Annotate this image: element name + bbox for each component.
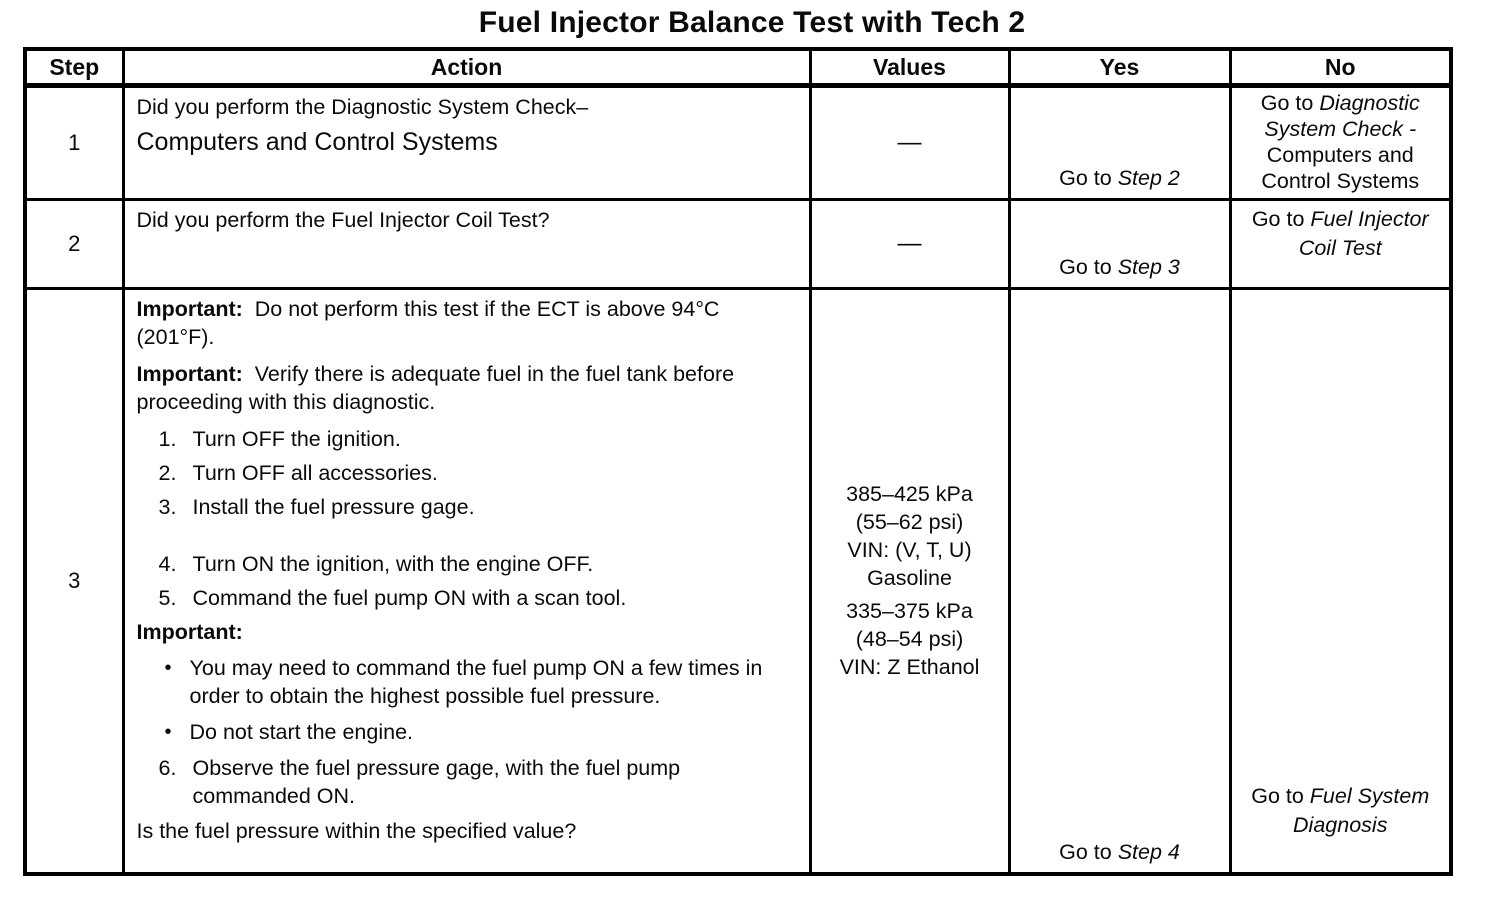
row1-action-line2: Computers and Control Systems (136, 128, 498, 156)
row3-yes-prefix: Go to (1059, 839, 1118, 864)
row2-no-prefix: Go to (1251, 207, 1311, 231)
row1-yes-link: Step 2 (1117, 166, 1180, 190)
table-row-step-1: 1 Did you perform the Diagnostic System … (23, 84, 1453, 201)
row1-action-cell: Did you perform the Diagnostic System Ch… (121, 84, 812, 201)
numbered-item-2: 2. Turn OFF all accessories. (137, 459, 799, 487)
row3-question: Is the fuel pressure within the specifie… (136, 819, 577, 843)
row1-step-number: 1 (23, 84, 125, 201)
bullet-icon: • (164, 657, 172, 679)
item-number: 2. (158, 461, 177, 485)
row1-no-link: Diagnostic System Check - (1264, 91, 1420, 141)
row2-action-text: Did you perform the Fuel Injector Coil T… (136, 208, 550, 232)
row2-action-cell: Did you perform the Fuel Injector Coil T… (121, 198, 812, 290)
bullet-item-1: • You may need to command the fuel pump … (137, 654, 799, 710)
numbered-item-6: 6. Observe the fuel pressure gage, with … (137, 754, 799, 810)
header-yes: Yes (1007, 47, 1232, 88)
item-text: Turn OFF all accessories. (192, 461, 438, 485)
bullet-text: You may need to command the fuel pump ON… (189, 656, 763, 708)
row2-yes-cell: Go to Step 3 (1007, 198, 1232, 290)
bullet-text: Do not start the engine. (189, 720, 414, 744)
row1-values-dash: — (897, 129, 922, 156)
numbered-item-4: 4. Turn ON the ignition, with the engine… (137, 550, 799, 578)
numbered-item-1: 1. Turn OFF the ignition. (137, 425, 799, 453)
row3-yes-cell: Go to Step 4 (1007, 287, 1232, 875)
row1-action-line1: Did you perform the Diagnostic System Ch… (136, 95, 589, 119)
row3-step-number: 3 (23, 287, 125, 875)
diagnostic-table: Step Action Values Yes No 1 Did you perf… (23, 47, 1453, 876)
item-text: Turn OFF the ignition. (192, 427, 401, 451)
values-line: (55–62 psi) (855, 510, 964, 535)
important-label: Important: (136, 297, 243, 321)
bullet-item-2: • Do not start the engine. (137, 718, 799, 746)
table-row-step-3: 3 Important: Do not perform this test if… (23, 287, 1453, 875)
item-number: 6. (158, 756, 177, 780)
header-row: Step Action Values Yes No (23, 47, 1453, 88)
row2-step-number: 2 (23, 198, 125, 290)
row2-yes-prefix: Go to (1059, 255, 1118, 279)
values-line: 385–425 kPa (846, 482, 973, 507)
page-title: Fuel Injector Balance Test with Tech 2 (478, 6, 1026, 39)
item-number: 4. (158, 552, 177, 576)
values-gasoline-block: 385–425 kPa (55–62 psi) VIN: (V, T, U) G… (813, 480, 1006, 592)
item-text: Observe the fuel pressure gage, with the… (192, 756, 681, 808)
row3-important-3: Important: (136, 620, 243, 644)
row3-important-2: Important: Verify there is adequate fuel… (137, 360, 799, 416)
values-ethanol-block: 335–375 kPa (48–54 psi) VIN: Z Ethanol (813, 597, 1006, 681)
numbered-item-3: 3. Install the fuel pressure gage. (137, 493, 799, 521)
row1-no-prefix: Go to (1260, 91, 1320, 115)
row2-values-cell: — (808, 198, 1011, 290)
header-values: Values (808, 47, 1011, 88)
important-text: Verify there is adequate fuel in the fue… (136, 362, 735, 414)
row3-no-cell: Go to Fuel System Diagnosis (1228, 287, 1453, 875)
row1-yes-prefix: Go to (1059, 166, 1118, 190)
item-text: Install the fuel pressure gage. (192, 495, 475, 519)
item-number: 1. (158, 427, 177, 451)
row2-yes-link: Step 3 (1117, 255, 1180, 279)
values-line: 335–375 kPa (846, 599, 973, 624)
item-number: 5. (158, 586, 177, 610)
item-number: 3. (158, 495, 177, 519)
row1-no-cell: Go to Diagnostic System Check - Computer… (1228, 84, 1453, 201)
values-line: VIN: Z Ethanol (839, 655, 980, 680)
values-line: VIN: (V, T, U) (847, 538, 972, 563)
row3-values-cell: 385–425 kPa (55–62 psi) VIN: (V, T, U) G… (808, 287, 1011, 875)
row2-no-cell: Go to Fuel Injector Coil Test (1228, 198, 1453, 290)
header-no: No (1228, 47, 1453, 88)
row1-values-cell: — (808, 84, 1011, 201)
row3-no-link: Fuel System Diagnosis (1293, 783, 1430, 837)
row1-no-suffix: Computers and Control Systems (1261, 143, 1420, 193)
bullet-icon: • (164, 721, 172, 743)
table-row-step-2: 2 Did you perform the Fuel Injector Coil… (23, 198, 1453, 290)
values-line: (48–54 psi) (855, 627, 964, 652)
header-action: Action (121, 47, 812, 88)
header-step: Step (23, 47, 125, 88)
row3-important-1: Important: Do not perform this test if t… (137, 295, 799, 351)
important-text: Do not perform this test if the ECT is a… (136, 297, 720, 349)
row2-no-link: Fuel Injector Coil Test (1298, 207, 1429, 260)
values-line: Gasoline (867, 566, 952, 591)
important-label: Important: (136, 362, 243, 386)
row3-no-prefix: Go to (1251, 783, 1310, 808)
row2-values-dash: — (897, 230, 922, 257)
item-text: Turn ON the ignition, with the engine OF… (192, 552, 594, 576)
row1-yes-cell: Go to Step 2 (1007, 84, 1232, 201)
item-text: Command the fuel pump ON with a scan too… (192, 586, 627, 610)
row3-yes-link: Step 4 (1117, 839, 1180, 864)
numbered-item-5: 5. Command the fuel pump ON with a scan … (137, 584, 799, 612)
row3-action-cell: Important: Do not perform this test if t… (121, 287, 812, 875)
